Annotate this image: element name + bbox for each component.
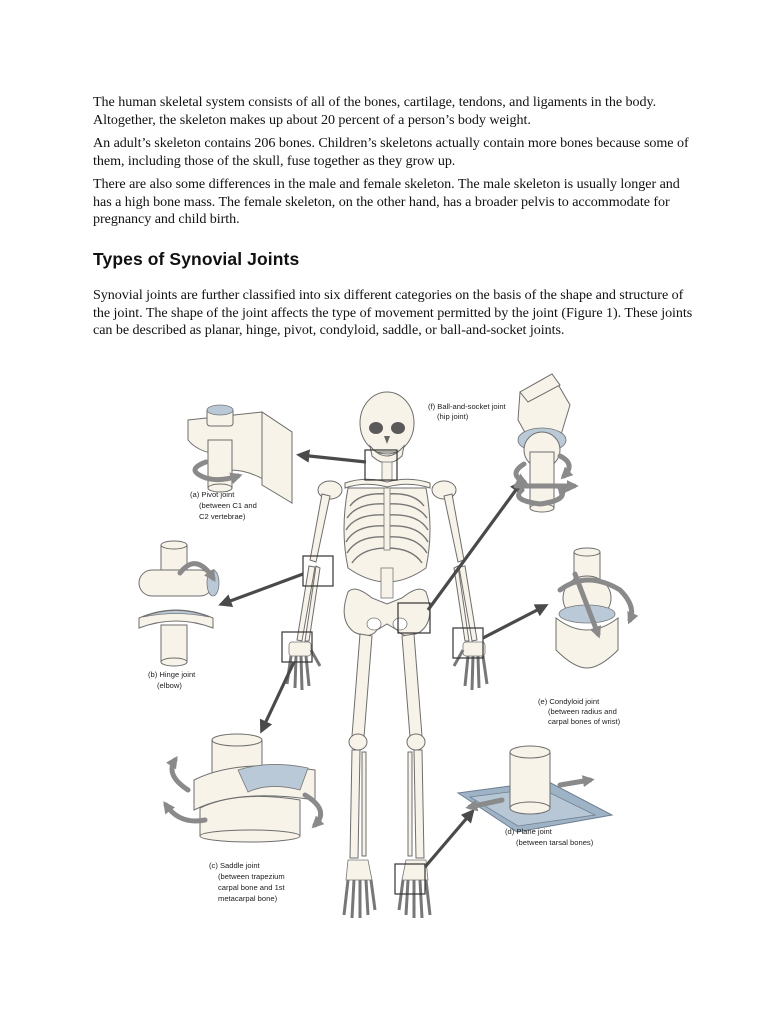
- ball-socket-caption-line2: (hip joint): [437, 412, 469, 421]
- pointer-arrow-plane: [423, 808, 475, 869]
- pivot-joint-illustration: [187, 404, 293, 505]
- highlight-box-foot: [394, 863, 426, 895]
- cervical-spine: [381, 461, 393, 483]
- highlight-box-wrist: [452, 627, 484, 659]
- plane-caption-line2: (between tarsal bones): [516, 838, 594, 847]
- pointer-arrow-condyloid: [482, 604, 549, 640]
- eye-socket-left: [369, 422, 383, 434]
- femur-right: [401, 633, 423, 738]
- humerus-right: [443, 493, 465, 563]
- femur-left: [351, 633, 373, 738]
- tibia-left: [349, 749, 361, 859]
- pivot-caption-line1: (a) Pivot joint: [190, 490, 235, 499]
- condyloid-caption-line2: (between radius and: [548, 707, 617, 716]
- condyloid-caption-line3: carpal bones of wrist): [548, 717, 621, 726]
- jaw: [369, 444, 405, 464]
- plane-joint-illustration: [456, 745, 614, 833]
- saddle-caption-line4: metacarpal bone): [218, 894, 278, 903]
- intro-paragraph-3: There are also some differences in the m…: [93, 176, 680, 227]
- ulna-left: [304, 565, 321, 642]
- pelvis: [343, 588, 431, 636]
- ball-socket-caption-line1: (f) Ball-and-socket joint: [428, 402, 507, 411]
- foot-left: [342, 859, 377, 919]
- synovial-paragraph: Synovial joints are further classified i…: [93, 287, 693, 338]
- hinge-joint-illustration: [138, 540, 220, 667]
- eye-socket-right: [391, 422, 405, 434]
- rib-cage: [343, 487, 431, 583]
- knee-right: [406, 733, 426, 751]
- hinge-caption-line2: (elbow): [157, 681, 182, 690]
- pointer-arrow-saddle: [259, 661, 296, 734]
- highlight-box-neck: [364, 449, 398, 481]
- pointer-arrow-pivot: [295, 449, 367, 464]
- section-heading: Types of Synovial Joints: [93, 249, 300, 269]
- ball-socket-joint-illustration: [513, 373, 579, 513]
- saddle-caption-line3: carpal bone and 1st: [218, 883, 286, 892]
- pointer-arrow-ball-socket: [426, 479, 524, 611]
- knee-left: [348, 733, 368, 751]
- pivot-caption-line3: C2 vertebrae): [199, 512, 246, 521]
- skeleton-illustration: [285, 391, 489, 919]
- saddle-caption-line1: (c) Saddle joint: [209, 861, 261, 870]
- hinge-caption-line1: (b) Hinge joint: [148, 670, 196, 679]
- intro-paragraph-2: An adult’s skeleton contains 206 bones. …: [93, 135, 689, 169]
- highlight-box-thumb: [281, 631, 313, 663]
- saddle-joint-illustration: [163, 733, 325, 843]
- pivot-caption-line2: (between C1 and: [199, 501, 257, 510]
- condyloid-caption-line1: (e) Condyloid joint: [538, 697, 600, 706]
- highlight-box-hip: [397, 602, 431, 634]
- foot-right: [397, 859, 432, 919]
- hand-right: [452, 641, 489, 691]
- fibula-right: [407, 751, 413, 857]
- saddle-caption-line2: (between trapezium: [218, 872, 285, 881]
- humerus-left: [309, 493, 331, 563]
- radius-left: [296, 565, 316, 642]
- lumbar-spine: [380, 567, 394, 599]
- skull: [359, 391, 415, 455]
- fibula-left: [361, 751, 367, 857]
- pointer-arrow-hinge: [218, 572, 304, 608]
- condyloid-joint-illustration: [555, 547, 639, 669]
- plane-caption-line1: (d) Plane joint: [505, 827, 553, 836]
- highlight-box-elbow: [302, 555, 334, 587]
- tibia-right: [413, 749, 425, 859]
- intro-paragraph-1: The human skeletal system consists of al…: [93, 94, 657, 128]
- ulna-right: [453, 565, 470, 642]
